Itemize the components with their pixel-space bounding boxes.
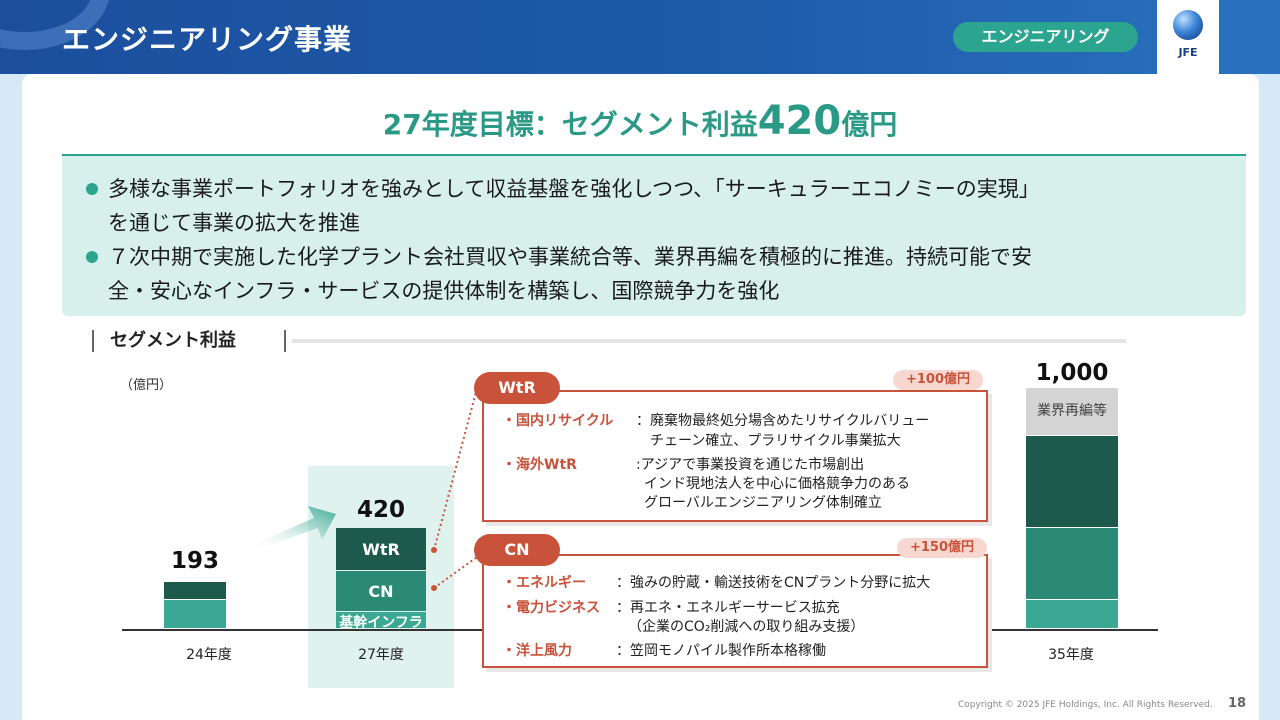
cn-item: ・電力ビジネス [502,600,600,616]
page-title: エンジニアリング事業 [62,23,353,56]
x-label-27: 27年度 [358,647,404,663]
bullet-line: を通じて事業の拡大を推進 [108,211,360,235]
bullet-line: ７次中期で実施した化学プラント会社買収や事業統合等、業界再編を積極的に推進。持続… [108,245,1032,269]
x-label-24: 24年度 [186,647,232,663]
bullet-dot-icon [86,251,98,263]
cn-item-text: ：強みの貯蔵・輸送技術をCNプラント分野に拡大 [616,575,931,591]
bar-segment [1026,528,1118,599]
segment-badge: エンジニアリング [953,22,1138,52]
jfe-logo: JFE [1157,0,1219,74]
bar-segment [1026,388,1118,435]
wtr-item-text: チェーン確立、プラリサイクル事業拡大 [650,433,901,449]
section-title: セグメント利益 [92,330,236,352]
cn-pill: CN [474,534,560,566]
section-divider [292,339,1126,343]
bar-segment [1026,436,1118,527]
bullet-line: 多様な事業ポートフォリオを強みとして収益基盤を強化しつつ、「サーキュラーエコノミ… [108,177,1040,201]
bar-segment-label: CN [368,581,394,601]
section-title-bar [284,330,286,352]
bar-segment [1026,600,1118,628]
wtr-item-text: ：廃棄物最終処分場含めたリサイクルバリュー [636,413,930,429]
chart-unit: （億円） [120,378,173,393]
bar-segment-label: WtR [362,539,400,559]
page-number: 18 [1228,696,1247,711]
wtr-item: ・国内リサイクル [502,413,614,429]
copyright: Copyright © 2025 JFE Holdings, Inc. All … [958,700,1213,710]
wtr-item-text: インド現地法人を中心に価格競争力のある [644,476,910,492]
bullet-dot-icon [86,183,98,195]
cn-item-text: ：再エネ・エネルギーサービス拡充 [616,600,840,616]
summary-bullet-1: 多様な事業ポートフォリオを強みとして収益基盤を強化しつつ、「サーキュラーエコノミ… [86,172,1216,240]
cn-item: ・洋上風力 [502,643,572,659]
bar-segment-label: 基幹インフラ [339,615,423,631]
bar-segment [164,600,226,628]
wtr-pill: WtR [474,372,560,404]
total-label-27: 420 [356,497,405,523]
cn-plus-badge: +150億円 [897,538,987,558]
growth-arrow-icon [250,506,336,550]
target-headline: 27年度目標：セグメント利益420億円 [0,98,1280,144]
target-suffix: 億円 [841,108,898,141]
wtr-box [482,390,988,522]
target-amount: 420 [757,98,842,144]
logo-globe-icon [1173,10,1203,40]
cn-box [482,554,988,668]
cn-item-text: ：笠岡モノパイル製作所本格稼働 [616,643,826,659]
header-bar: エンジニアリング事業 エンジニアリング JFE [0,0,1280,74]
bar-segment [336,571,426,611]
bar-segment [164,582,226,599]
cn-item-text: （企業のCO₂削減への取り組み支援） [628,619,865,635]
wtr-item: ・海外WtR [502,457,577,473]
bullet-line: 全・安心なインフラ・サービスの提供体制を構築し、国際競争力を強化 [108,279,780,303]
wtr-item-text: グローバルエンジニアリング体制確立 [644,495,882,511]
x-label-35: 35年度 [1048,647,1094,663]
bar-segment [336,528,426,570]
wtr-plus-badge: +100億円 [893,370,983,390]
bar-segment [336,612,426,628]
summary-bullet-2: ７次中期で実施した化学プラント会社買収や事業統合等、業界再編を積極的に推進。持続… [86,240,1216,308]
target-prefix: 27年度目標：セグメント利益 [382,108,758,141]
total-label-35: 1,000 [1035,360,1109,386]
total-label-24: 193 [170,548,219,574]
logo-text: JFE [1178,46,1198,59]
cn-item: ・エネルギー [502,575,586,591]
wtr-item-text: :アジアで事業投資を通じた市場創出 [636,457,865,473]
summary-box: 多様な事業ポートフォリオを強みとして収益基盤を強化しつつ、「サーキュラーエコノミ… [62,154,1246,316]
bar-segment-label: 業界再編等 [1037,403,1107,419]
